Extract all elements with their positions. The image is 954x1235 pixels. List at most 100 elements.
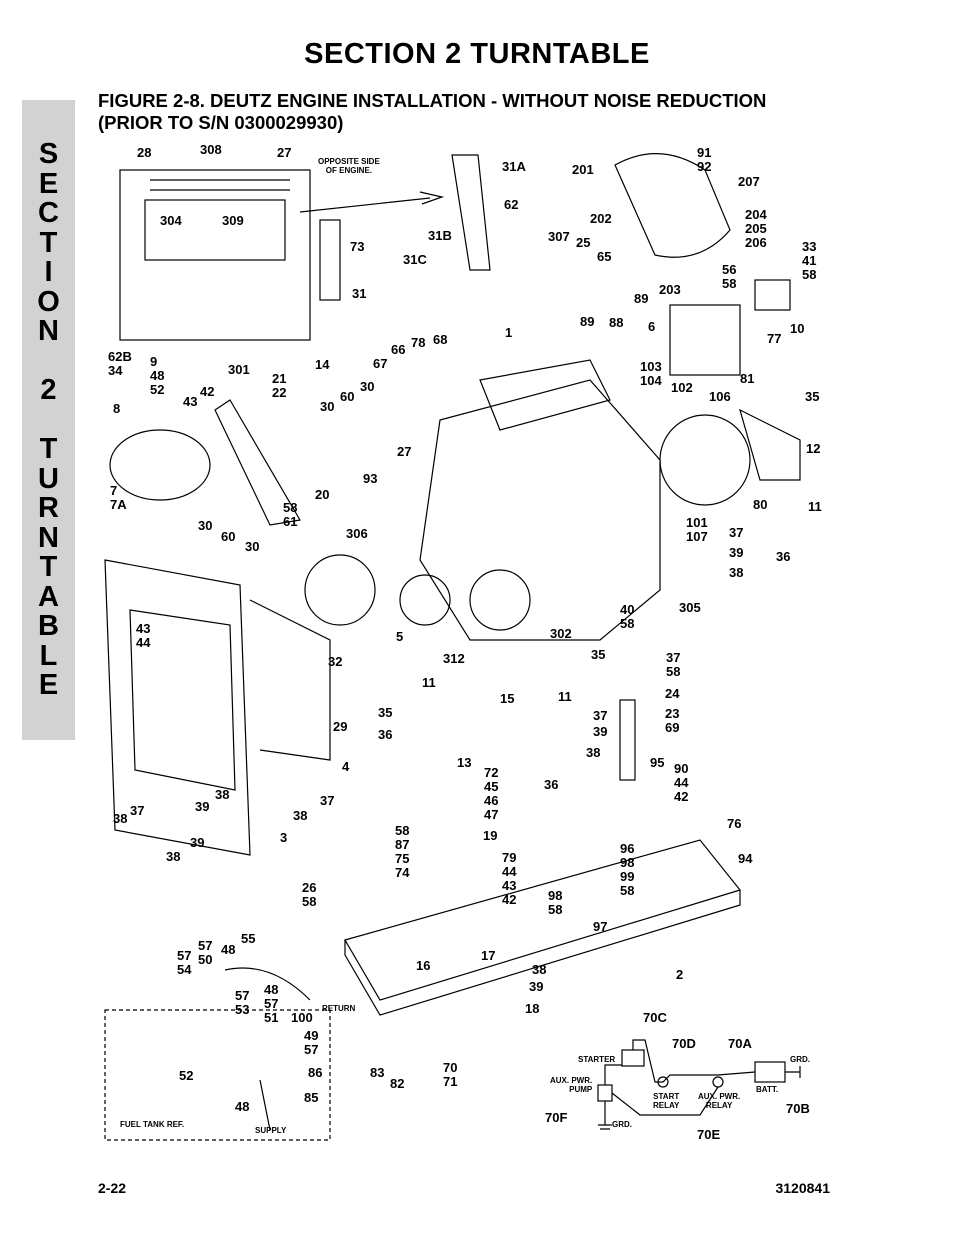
part-callout: 305 [679,600,701,615]
part-callout: 96 98 99 58 [620,841,635,898]
part-callout: 56 58 [722,262,737,291]
part-callout: 37 [729,525,744,540]
part-callout: 91 92 [697,145,712,174]
part-callout: 17 [481,948,496,963]
part-callout: 101 107 [686,515,708,544]
part-callout: 62 [504,197,519,212]
part-callout: 70 71 [443,1060,458,1089]
side-tab-letter: T [39,226,58,259]
part-callout: 6 [648,319,656,334]
part-callout: 36 [544,777,559,792]
part-callout: 77 [767,331,782,346]
exhaust-pipe [451,154,491,271]
part-callout: 43 44 [136,621,151,650]
part-callout: 85 [304,1090,319,1105]
part-callout: 49 57 [304,1028,319,1057]
part-callout: 40 58 [620,602,635,631]
part-callout: 307 [548,229,570,244]
part-callout: 67 [373,356,388,371]
part-callout: 62B 34 [108,349,132,378]
part-callout: 11 [808,499,822,514]
part-callout: 37 [593,708,608,723]
note-aux-pwr-pump: AUX. PWR. PUMP [550,1076,593,1094]
part-callout: 55 [241,931,256,946]
part-callout: 38 [532,962,547,977]
part-callout: 38 [166,849,181,864]
part-callout: 98 58 [548,888,563,917]
part-callout: 73 [350,239,365,254]
muffler [614,153,731,258]
part-callout: 39 [729,545,744,560]
part-callout: 48 [235,1099,250,1114]
part-callout: 35 [378,705,393,720]
document-number: 3120841 [775,1180,830,1196]
part-callout: 18 [525,1001,540,1016]
part-callout: 33 41 58 [802,239,817,282]
part-callout: 312 [443,651,465,666]
side-tab-letter: T [39,433,58,465]
part-callout: 70C [643,1010,667,1025]
part-callout: 31A [502,159,526,174]
part-callout: 97 [593,919,608,934]
part-callout: 72 45 46 47 [484,765,499,822]
side-tab-letter: E [38,167,59,200]
side-tab-letter: R [38,492,59,524]
note-batt: BATT. [756,1085,779,1094]
part-callout: 11 [558,689,572,704]
part-callout: 1 [505,325,513,340]
part-callout: 207 [738,174,760,189]
side-tab-letter: L [39,639,58,672]
part-callout: 31 [352,286,367,301]
part-callout: 60 [221,529,236,544]
note-grd-battery: GRD. [790,1055,810,1064]
side-tab-letter: T [39,551,58,583]
part-callout: 308 [200,142,222,157]
fuel-tank-ref [104,1009,331,1141]
figure-title: FIGURE 2-8. DEUTZ ENGINE INSTALLATION - … [98,90,766,134]
part-callout: 11 [422,675,436,690]
part-callout: 103 104 [640,359,662,388]
part-callout: 90 44 42 [674,761,689,804]
note-fuel-tank-ref: FUEL TANK REF. [120,1120,185,1129]
part-callout: 70B [786,1101,810,1116]
part-callout: 94 [738,851,753,866]
flywheel-housing [659,414,751,506]
part-callout: 31C [403,252,427,267]
note-supply: SUPPLY [255,1126,287,1135]
hydraulic-pump [669,304,741,376]
part-callout: 39 [593,724,608,739]
part-callout: 106 [709,389,731,404]
part-callout: 60 [340,389,355,404]
part-callout: 28 [137,145,152,160]
note-aux-pwr-relay: AUX. PWR. RELAY [698,1092,741,1110]
part-callout: 9 48 52 [150,354,165,397]
part-callout: 57 53 [235,988,250,1017]
part-callout: 88 [609,315,624,330]
part-callout: 3 [280,830,288,845]
part-callout: 309 [222,213,244,228]
part-callout: 70E [697,1127,721,1142]
part-callout: 5 [396,629,404,644]
part-callout: 38 [729,565,744,580]
part-callout: 66 [391,342,406,357]
part-callout: 29 [333,719,348,734]
cooling-fan [304,554,376,626]
part-callout: 38 [215,787,230,802]
part-callout: 12 [806,441,821,456]
side-tab-letter: 2 [40,374,57,406]
part-callout: 37 [130,803,145,818]
part-callout: 39 [195,799,210,814]
side-tab-letter: U [38,462,59,495]
engine-block [419,379,661,641]
note-return: RETURN [322,1004,356,1013]
part-callout: 43 [183,394,198,409]
side-tab-letter: E [38,669,59,701]
part-callout: 95 [650,755,665,770]
part-callout: 32 [328,654,343,669]
part-callout: 83 [370,1065,385,1080]
part-callout: 31B [428,228,452,243]
part-callout: 38 [586,745,601,760]
part-callout: 30 [245,539,260,554]
note-starter: STARTER [578,1055,616,1064]
part-callout: 68 [433,332,448,347]
